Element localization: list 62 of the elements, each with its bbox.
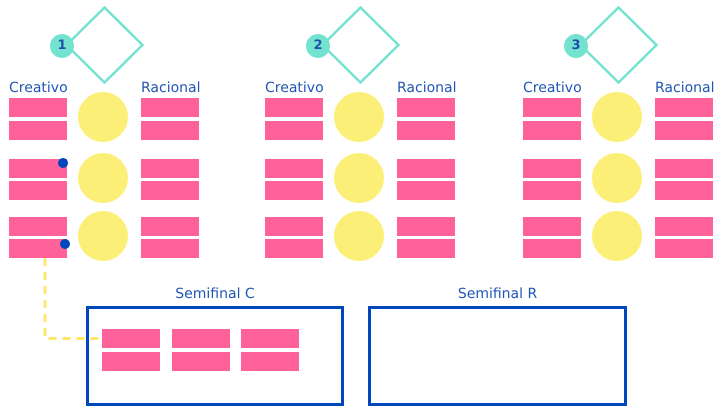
card-bar bbox=[141, 159, 199, 178]
card-bar bbox=[265, 181, 323, 200]
card-bar bbox=[141, 217, 199, 236]
circle bbox=[78, 153, 128, 203]
card-bar bbox=[9, 239, 67, 258]
circle bbox=[78, 92, 128, 142]
card-bar bbox=[9, 98, 67, 117]
card-bar bbox=[141, 121, 199, 140]
card-bar bbox=[523, 98, 581, 117]
card-bar bbox=[523, 181, 581, 200]
column-label: Racional bbox=[655, 80, 714, 96]
column-label: Racional bbox=[141, 80, 200, 96]
group-title: Semifinal C bbox=[174, 286, 256, 302]
card-bar bbox=[265, 217, 323, 236]
card-bar bbox=[141, 181, 199, 200]
card-bar bbox=[102, 329, 160, 348]
card-bar bbox=[141, 239, 199, 258]
card-bar bbox=[172, 329, 230, 348]
circle bbox=[78, 211, 128, 261]
column-label: Creativo bbox=[523, 80, 582, 96]
card-bar bbox=[9, 159, 67, 178]
column-label: Creativo bbox=[265, 80, 324, 96]
card-bar bbox=[9, 217, 67, 236]
card-bar bbox=[265, 239, 323, 258]
card-bar bbox=[397, 239, 455, 258]
card-bar bbox=[655, 98, 713, 117]
circle bbox=[592, 153, 642, 203]
circle bbox=[592, 92, 642, 142]
card-bar bbox=[655, 121, 713, 140]
card-bar bbox=[265, 98, 323, 117]
card-bar bbox=[523, 159, 581, 178]
circle bbox=[334, 92, 384, 142]
card-bar bbox=[397, 121, 455, 140]
card-bar bbox=[523, 121, 581, 140]
card-bar bbox=[265, 159, 323, 178]
card-bar bbox=[172, 352, 230, 371]
column-label: Creativo bbox=[9, 80, 68, 96]
card-bar bbox=[655, 217, 713, 236]
card-bar bbox=[655, 159, 713, 178]
card-bar bbox=[9, 181, 67, 200]
circle bbox=[334, 153, 384, 203]
card-bar bbox=[9, 121, 67, 140]
card-bar bbox=[655, 239, 713, 258]
group-title: Semifinal R bbox=[456, 286, 538, 302]
circle bbox=[334, 211, 384, 261]
card-bar bbox=[397, 98, 455, 117]
card-bar bbox=[655, 181, 713, 200]
card-bar bbox=[102, 352, 160, 371]
circle bbox=[592, 211, 642, 261]
card-bar bbox=[523, 217, 581, 236]
card-bar bbox=[265, 121, 323, 140]
column-label: Racional bbox=[397, 80, 456, 96]
card-bar bbox=[523, 239, 581, 258]
number-badge: 2 bbox=[306, 34, 330, 58]
number-badge: 1 bbox=[50, 34, 74, 58]
card-bar bbox=[241, 329, 299, 348]
card-bar bbox=[397, 159, 455, 178]
card-bar bbox=[141, 98, 199, 117]
card-bar bbox=[397, 217, 455, 236]
card-bar bbox=[241, 352, 299, 371]
card-bar bbox=[397, 181, 455, 200]
number-badge: 3 bbox=[564, 34, 588, 58]
